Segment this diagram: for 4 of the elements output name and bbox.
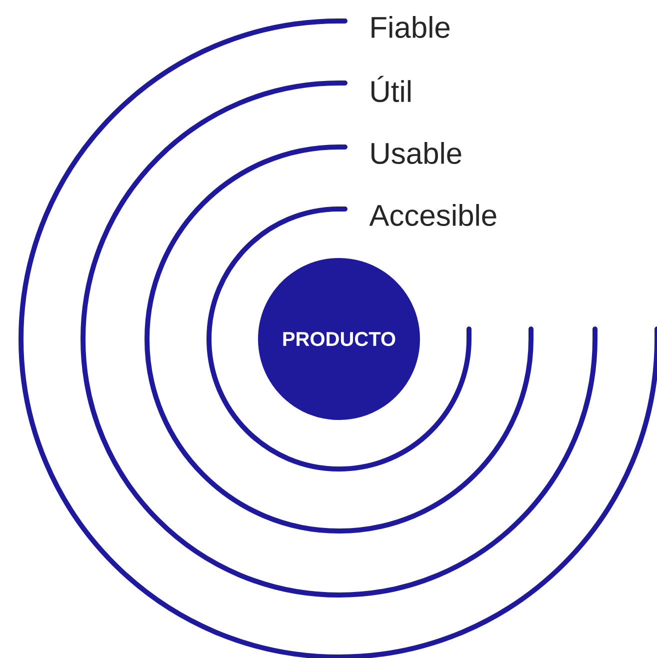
ring-label: Usable	[372, 142, 462, 164]
ring-label: Fiable	[372, 16, 450, 38]
ring-label: Útil	[372, 76, 411, 102]
ring-label: Accesible	[369, 204, 496, 226]
